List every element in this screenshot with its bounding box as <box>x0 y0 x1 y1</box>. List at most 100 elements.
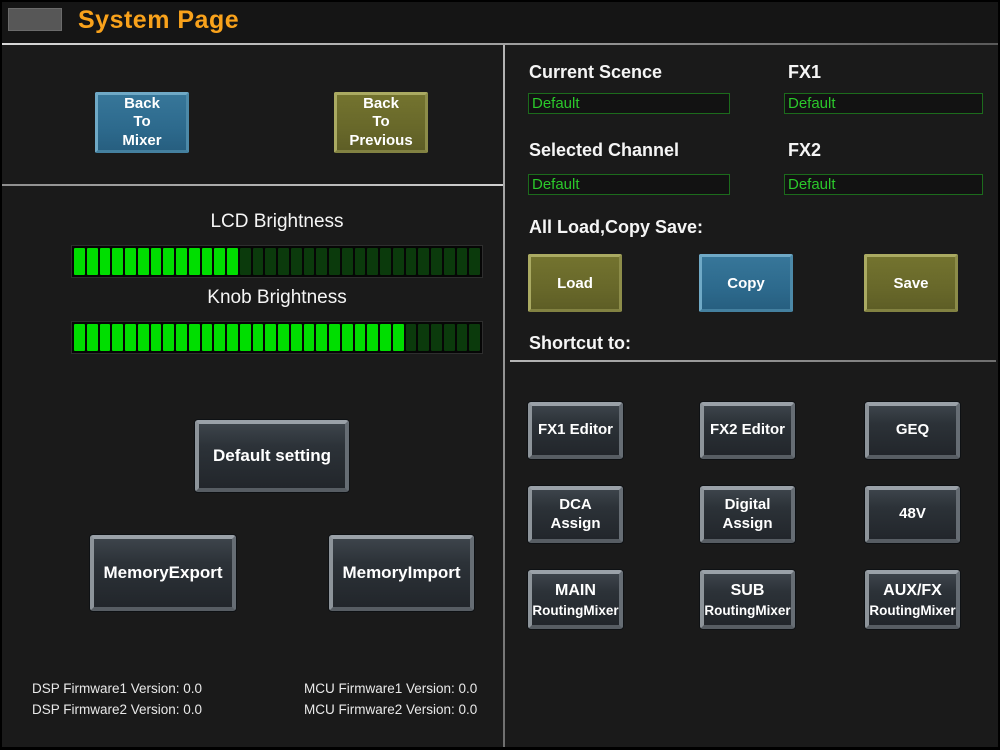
led-segment <box>112 248 123 275</box>
led-segment <box>214 248 225 275</box>
led-segment <box>316 248 327 275</box>
dca-assign-button[interactable]: DCA Assign <box>528 486 623 543</box>
default-setting-button[interactable]: Default setting <box>195 420 349 492</box>
led-segment <box>99 324 111 351</box>
all-load-copy-save-label: All Load,Copy Save: <box>529 217 704 237</box>
mcu-firmware1-version: MCU Firmware1 Version: 0.0 <box>304 681 478 696</box>
led-segment <box>367 324 378 351</box>
button-label-line: Back <box>124 95 160 113</box>
led-segment <box>239 324 251 351</box>
led-segment <box>329 324 340 351</box>
led-segment <box>99 248 111 275</box>
button-label-line: Back <box>363 95 399 113</box>
led-segment <box>278 248 289 275</box>
geq-button[interactable]: GEQ <box>865 402 960 459</box>
button-label-line: To <box>372 113 390 131</box>
led-segment <box>418 248 429 275</box>
led-segment <box>86 248 98 275</box>
led-segment <box>431 324 442 351</box>
led-segment <box>405 248 417 275</box>
led-segment <box>392 324 404 351</box>
led-segment <box>150 324 162 351</box>
led-segment <box>176 324 187 351</box>
led-segment <box>239 248 251 275</box>
button-label-line: Assign <box>550 514 601 532</box>
led-segment <box>227 324 238 351</box>
led-segment <box>265 324 276 351</box>
knob-brightness-bar[interactable] <box>71 321 483 354</box>
button-label-line: GEQ <box>895 421 930 439</box>
led-segment <box>74 324 85 351</box>
main-routing-mixer-button[interactable]: MAIN RoutingMixer <box>528 570 623 629</box>
led-segment <box>380 248 391 275</box>
button-label-line: AUX/FX <box>883 581 942 599</box>
current-scene-field: Default <box>528 93 730 114</box>
dsp-firmware2-version: DSP Firmware2 Version: 0.0 <box>32 702 203 717</box>
panel-vertical-divider <box>503 45 505 747</box>
led-segment <box>443 248 455 275</box>
fx2-field: Default <box>784 174 983 195</box>
led-segment <box>125 248 136 275</box>
led-segment <box>125 324 136 351</box>
led-segment <box>214 324 225 351</box>
shortcut-to-label: Shortcut to: <box>529 333 631 353</box>
led-segment <box>112 324 123 351</box>
fx2-editor-button[interactable]: FX2 Editor <box>700 402 795 459</box>
copy-button[interactable]: Copy <box>699 254 793 312</box>
phantom-48v-button[interactable]: 48V <box>865 486 960 543</box>
led-segment <box>354 248 366 275</box>
led-segment <box>278 324 289 351</box>
led-segment <box>456 324 468 351</box>
button-label-line: SUB <box>730 581 765 599</box>
button-label-line: RoutingMixer <box>704 602 791 618</box>
button-label-line: FX1 Editor <box>537 421 613 439</box>
led-segment <box>316 324 327 351</box>
led-segment <box>456 248 468 275</box>
digital-assign-button[interactable]: Digital Assign <box>700 486 795 543</box>
led-segment <box>176 248 187 275</box>
led-segment <box>163 324 174 351</box>
led-segment <box>341 248 353 275</box>
back-to-mixer-button[interactable]: Back To Mixer <box>95 92 189 153</box>
fx1-field: Default <box>784 93 983 114</box>
fx1-editor-button[interactable]: FX1 Editor <box>528 402 623 459</box>
auxfx-routing-mixer-button[interactable]: AUX/FX RoutingMixer <box>865 570 960 629</box>
lcd-brightness-label: LCD Brightness <box>210 211 344 232</box>
fx2-label: FX2 <box>788 140 822 160</box>
button-label-line: 48V <box>899 505 926 523</box>
selected-channel-label: Selected Channel <box>529 140 680 160</box>
led-segment <box>431 248 442 275</box>
led-segment <box>303 324 315 351</box>
led-segment <box>354 324 366 351</box>
led-segment <box>163 248 174 275</box>
button-label-line: RoutingMixer <box>532 602 619 618</box>
led-segment <box>201 248 213 275</box>
led-segment <box>201 324 213 351</box>
led-segment <box>469 324 480 351</box>
button-label-line: RoutingMixer <box>869 602 956 618</box>
memory-import-button[interactable]: MemoryImport <box>329 535 474 611</box>
led-segment <box>150 248 162 275</box>
knob-brightness-label: Knob Brightness <box>207 287 347 308</box>
led-segment <box>252 248 264 275</box>
memory-export-button[interactable]: MemoryExport <box>90 535 236 611</box>
led-segment <box>86 324 98 351</box>
lcd-brightness-bar[interactable] <box>71 245 483 278</box>
page-title: System Page <box>78 6 240 34</box>
led-segment <box>74 248 85 275</box>
load-button[interactable]: Load <box>528 254 622 312</box>
save-button[interactable]: Save <box>864 254 958 312</box>
led-segment <box>188 248 200 275</box>
sub-routing-mixer-button[interactable]: SUB RoutingMixer <box>700 570 795 629</box>
led-segment <box>418 324 429 351</box>
led-segment <box>443 324 455 351</box>
fx1-label: FX1 <box>788 62 822 82</box>
led-segment <box>303 248 315 275</box>
back-to-previous-button[interactable]: Back To Previous <box>334 92 428 153</box>
button-label-line: Previous <box>349 131 413 149</box>
led-segment <box>137 324 149 351</box>
shortcut-divider <box>510 360 996 362</box>
button-label-line: Assign <box>722 514 773 532</box>
led-segment <box>265 248 276 275</box>
